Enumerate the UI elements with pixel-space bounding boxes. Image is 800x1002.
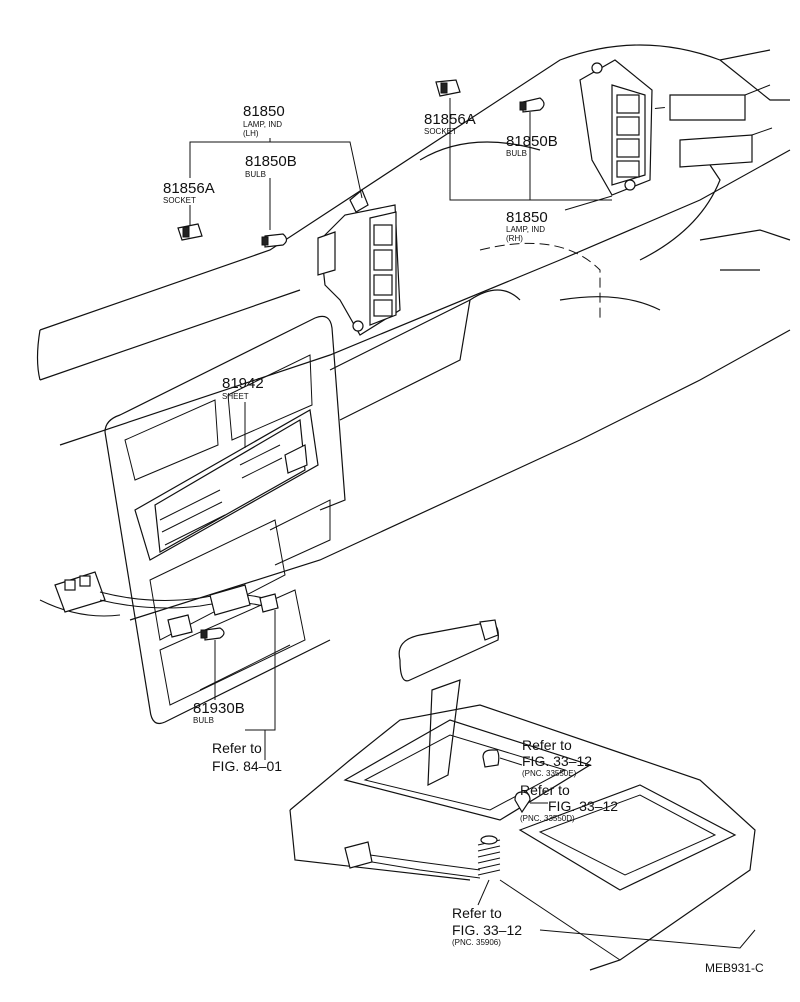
socket-lh-icon	[177, 223, 203, 241]
part-desc-socket-rh: SOCKET	[424, 127, 457, 136]
label-ref-33a: Refer to FIG. 33–12 (PNC. 33550E)	[522, 737, 592, 778]
ref-84-line1: Refer to	[212, 740, 262, 756]
console-connector-icon	[344, 841, 481, 879]
part-number-bulb-lower: 81930B	[193, 700, 245, 717]
ref-84-line2: FIG. 84–01	[212, 758, 282, 774]
ref-33c-pnc: (PNC. 35906)	[452, 938, 501, 947]
socket-rh-icon	[435, 79, 461, 97]
bulb-rh-icon	[519, 97, 545, 113]
part-side-lamp-rh: (RH)	[506, 234, 523, 243]
leader-lines	[189, 98, 756, 949]
label-bulb-lh: 81850B BULB	[245, 153, 297, 179]
ref-33b-line2: FIG. 33–12	[548, 798, 618, 814]
part-desc-bulb-lh: BULB	[245, 170, 266, 179]
bulb-lh-icon	[261, 233, 288, 248]
label-ref-33b: Refer to FIG. 33–12 (PNC. 33550D)	[520, 782, 618, 823]
side-vent-rh	[669, 84, 773, 168]
ref-33a-line1: Refer to	[522, 737, 572, 753]
part-number-bulb-rh: 81850B	[506, 133, 558, 150]
dashboard-outline	[36, 44, 791, 621]
part-number-sheet: 81942	[222, 375, 264, 392]
heater-control-panel-icon	[104, 315, 346, 725]
console-switch-d-icon	[514, 791, 531, 814]
part-number-lamp-lh: 81850	[243, 103, 285, 120]
part-desc-socket-lh: SOCKET	[163, 196, 196, 205]
part-number-bulb-lh: 81850B	[245, 153, 297, 170]
label-lamp-rh: 81850 LAMP, IND (RH)	[506, 209, 548, 243]
console-switch-e-icon	[482, 749, 500, 768]
shift-console	[289, 704, 756, 971]
label-bulb-rh: 81850B BULB	[506, 133, 558, 158]
part-desc-bulb-rh: BULB	[506, 149, 527, 158]
part-number-lamp-rh: 81850	[506, 209, 548, 226]
part-number-socket-lh: 81856A	[163, 180, 215, 197]
part-desc-sheet: SHEET	[222, 392, 249, 401]
indicator-lamp-lh-icon	[317, 189, 401, 336]
part-desc-lamp-lh: LAMP, IND	[243, 120, 282, 129]
spring-icon	[477, 835, 501, 876]
ref-33b-line1: Refer to	[520, 782, 570, 798]
shift-lever-icon	[398, 619, 499, 786]
diagram-code: MEB931-C	[705, 961, 764, 975]
ref-33a-pnc: (PNC. 33550E)	[522, 769, 577, 778]
part-desc-lamp-rh: LAMP, IND	[506, 225, 545, 234]
label-socket-lh: 81856A SOCKET	[163, 180, 215, 205]
socket-lower-icon	[167, 584, 279, 638]
label-ref-33c: Refer to FIG. 33–12 (PNC. 35906)	[452, 905, 522, 947]
label-sheet: 81942 SHEET	[222, 375, 264, 401]
ref-33a-line2: FIG. 33–12	[522, 753, 592, 769]
label-socket-rh: 81856A SOCKET	[424, 111, 476, 136]
label-ref-84: Refer to FIG. 84–01	[212, 740, 282, 774]
connector-icon	[54, 571, 271, 613]
ref-33c-line2: FIG. 33–12	[452, 922, 522, 938]
part-number-socket-rh: 81856A	[424, 111, 476, 128]
part-side-lamp-lh: (LH)	[243, 129, 259, 138]
part-desc-bulb-lower: BULB	[193, 716, 214, 725]
ref-33c-line1: Refer to	[452, 905, 502, 921]
label-bulb-lower: 81930B BULB	[193, 700, 245, 725]
bulb-lower-icon	[200, 627, 225, 641]
ref-33b-pnc: (PNC. 33550D)	[520, 814, 575, 823]
indicator-lamp-rh-icon	[579, 59, 653, 196]
label-lamp-lh: 81850 LAMP, IND (LH)	[243, 103, 285, 138]
